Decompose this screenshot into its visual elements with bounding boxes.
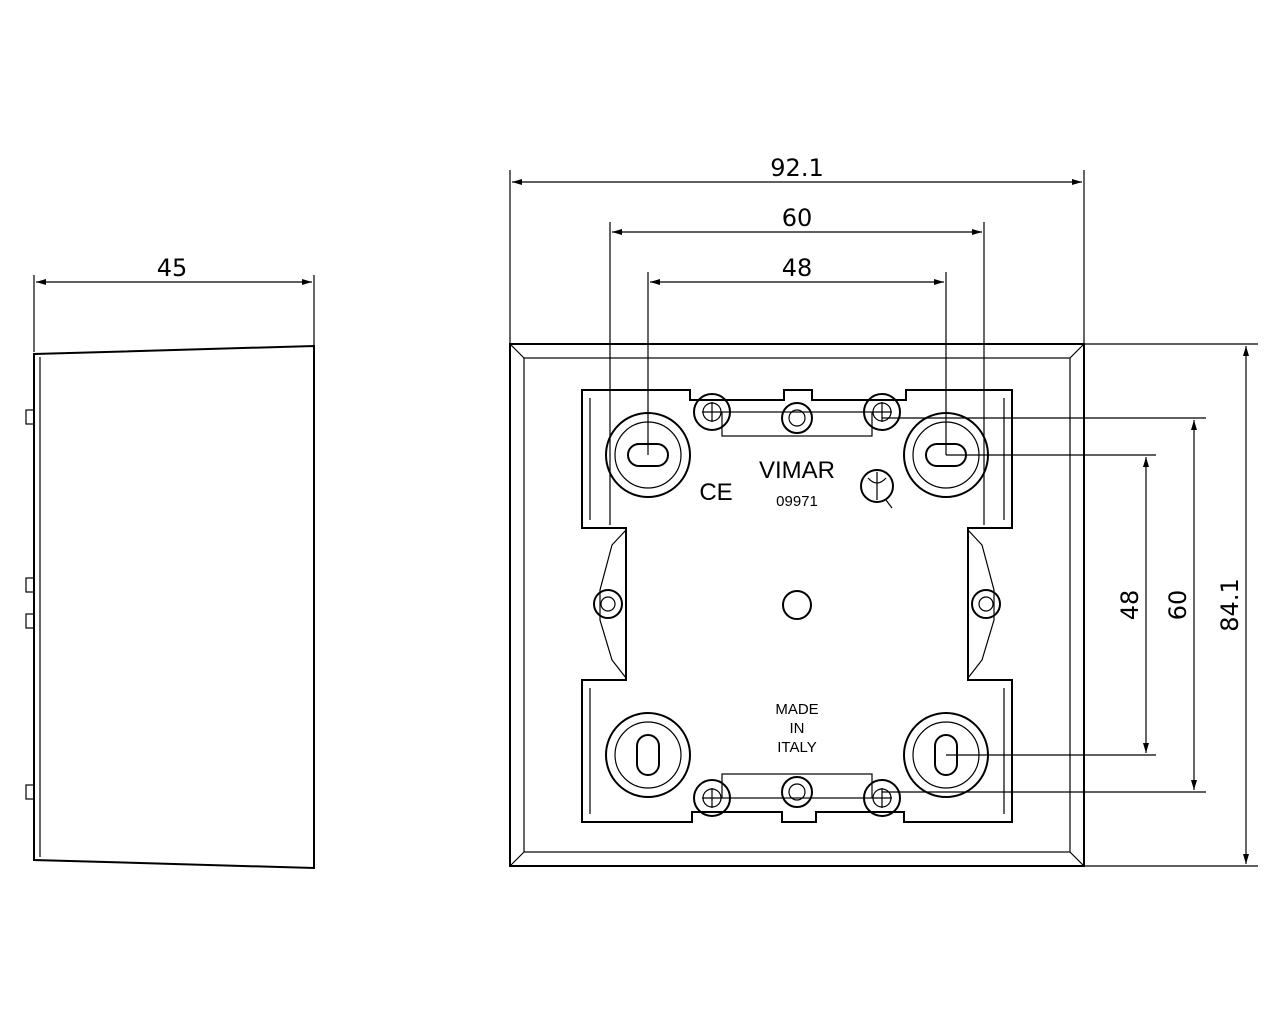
bottom-slot: [721, 773, 873, 799]
screw-bottom-right: [863, 779, 901, 817]
dimension-48-label: 48: [782, 254, 813, 282]
dimension-60-label: 60: [782, 204, 813, 232]
front-view: 92.1 60 48: [509, 154, 1258, 867]
screw-top-right: [863, 393, 901, 431]
side-width-label: 45: [157, 254, 188, 282]
dimension-92-1-label: 92.1: [770, 154, 823, 182]
mounting-hole-bottom-left: [605, 712, 691, 798]
plate-bevel-corners: [509, 343, 1085, 867]
screw-top-left: [693, 393, 731, 431]
mounting-hole-top-left: [605, 412, 691, 498]
side-body-outline: [33, 344, 315, 870]
imq-mark-icon: [860, 469, 894, 509]
ce-mark: CE: [699, 479, 732, 506]
pin-left: [593, 589, 623, 619]
pin-bottom: [781, 776, 813, 808]
plate-outer-edge: [509, 343, 1085, 867]
origin-line-2: IN: [790, 720, 805, 737]
plate-bevel-edge: [523, 357, 1071, 853]
inner-box-outline: [581, 389, 1013, 823]
dimension-48-vertical-label: 48: [1116, 590, 1144, 621]
brand-label: VIMAR: [759, 457, 835, 484]
side-view: 45: [25, 254, 315, 870]
top-slot: [721, 411, 873, 437]
right-clip-recess: [967, 529, 995, 679]
pin-right: [971, 589, 1001, 619]
dimension-60-vertical-label: 60: [1164, 590, 1192, 621]
inner-box-wall: [589, 398, 1005, 814]
side-tabs: [25, 409, 35, 800]
center-hole: [782, 590, 812, 620]
pin-top: [781, 402, 813, 434]
origin-line-1: MADE: [775, 701, 818, 718]
origin-line-3: ITALY: [777, 739, 816, 756]
left-clip-recess: [599, 529, 627, 679]
code-label: 09971: [776, 493, 818, 510]
dimension-84-1-label: 84.1: [1216, 578, 1244, 631]
screw-bottom-left: [693, 779, 731, 817]
